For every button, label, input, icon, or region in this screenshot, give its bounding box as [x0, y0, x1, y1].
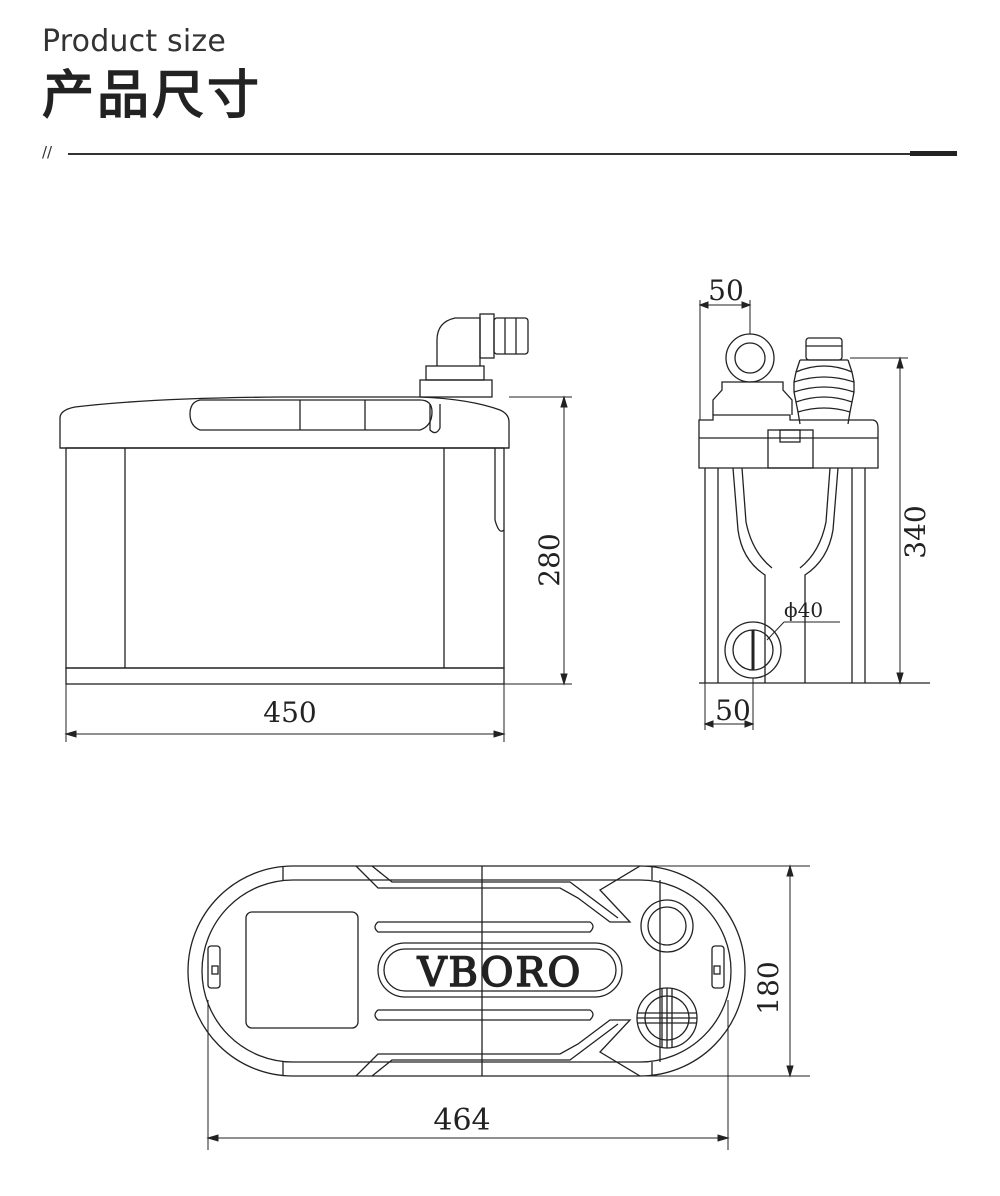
top-view-pipe-outlet: [640, 899, 694, 953]
front-view: 450 280: [59, 313, 572, 742]
top-view-upper-chevron: [355, 865, 641, 923]
top-view-label-panel: [245, 911, 359, 1029]
title-english: Product size: [42, 24, 227, 59]
top-view-width-dimension: [206, 1000, 730, 1150]
side-view-lid: [698, 414, 879, 469]
top-view-width-label: 464: [433, 1103, 490, 1138]
side-view-diameter-label: ϕ40: [784, 598, 823, 622]
top-view-brand-badge: [377, 942, 623, 998]
front-view-lid: [59, 396, 510, 449]
front-view-width-dimension: [64, 684, 506, 742]
front-view-outlet-pipe: [419, 313, 529, 398]
divider-line: [68, 153, 910, 155]
side-view-height-dimension: [850, 356, 908, 685]
side-view-height-label: 340: [899, 505, 932, 558]
front-view-height-dimension: [504, 395, 572, 686]
top-view-left-clip: [207, 945, 221, 989]
divider-accent: [910, 151, 957, 156]
top-view-brand-text: VBORO: [417, 950, 583, 996]
divider-mark: //: [42, 143, 53, 161]
side-view-bottom-dimension: [703, 678, 755, 730]
side-view-top-offset-label: 50: [708, 274, 744, 307]
title-chinese: 产品尺寸: [42, 66, 263, 126]
page-header: Product size 产品尺寸: [42, 22, 262, 130]
side-view-bellows: [793, 337, 855, 425]
top-view-right-clip: [711, 945, 725, 989]
front-view-body: [65, 447, 505, 669]
front-view-width-label: 450: [263, 696, 316, 729]
top-view-lower-chevron: [355, 1019, 641, 1077]
side-view-top-dimension: [698, 300, 752, 420]
top-view: VBORO 180 464: [187, 864, 810, 1150]
top-view-depth-label: 180: [752, 961, 785, 1014]
side-view-top-pipe: [712, 333, 793, 415]
side-view-bottom-offset-label: 50: [715, 694, 751, 727]
front-view-handle: [189, 399, 433, 431]
front-view-height-label: 280: [533, 533, 566, 586]
side-view: 50 340 ϕ40 50: [698, 274, 932, 730]
top-view-depth-dimension: [640, 864, 810, 1078]
front-view-base: [65, 667, 505, 685]
side-view-funnel: [732, 467, 839, 683]
